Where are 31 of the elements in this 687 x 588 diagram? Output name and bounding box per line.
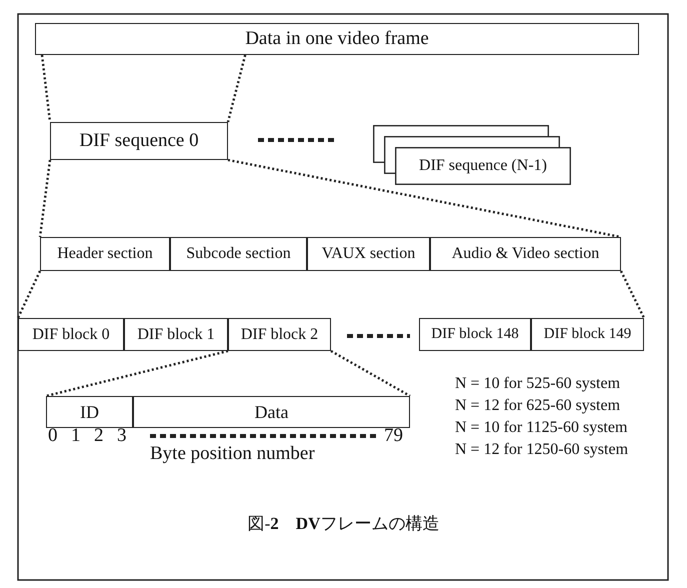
leader-line (226, 54, 246, 122)
note-text: N = 12 for 1250-60 system (455, 441, 628, 459)
frame-box: Data in one video frame (35, 23, 639, 55)
byte-number: 2 (94, 425, 104, 447)
note-text: N = 12 for 625-60 system (455, 397, 620, 415)
byte-number: 79 (384, 425, 403, 447)
block-box: DIF block 149 (531, 318, 644, 351)
block-box: DIF block 2 (228, 318, 331, 351)
block-box: DIF block 0 (18, 318, 124, 351)
block-box: DIF block 1 (124, 318, 228, 351)
block-box: DIF block 148 (419, 318, 531, 351)
figure-caption: 図-2 DVフレームの構造 (246, 513, 440, 535)
axis-caption: Byte position number (150, 443, 315, 465)
leader-line (620, 270, 646, 319)
leader-line (40, 54, 52, 122)
byte-number: 1 (71, 425, 80, 447)
leader-line (228, 158, 622, 238)
leader-line (46, 350, 228, 398)
section-box: Audio & Video section (430, 237, 621, 271)
section-box: VAUX section (307, 237, 430, 271)
field-box: ID (46, 396, 133, 428)
section-box: Subcode section (170, 237, 307, 271)
leader-line (38, 160, 52, 238)
section-box: Header section (40, 237, 170, 271)
byte-number: 3 (117, 425, 126, 447)
note-text: N = 10 for 1125-60 system (455, 419, 628, 437)
leader-line (330, 350, 411, 398)
note-text: N = 10 for 525-60 system (455, 375, 620, 393)
sequence-box: DIF sequence 0 (50, 122, 228, 160)
field-box: Data (133, 396, 410, 428)
byte-number: 0 (48, 425, 58, 447)
